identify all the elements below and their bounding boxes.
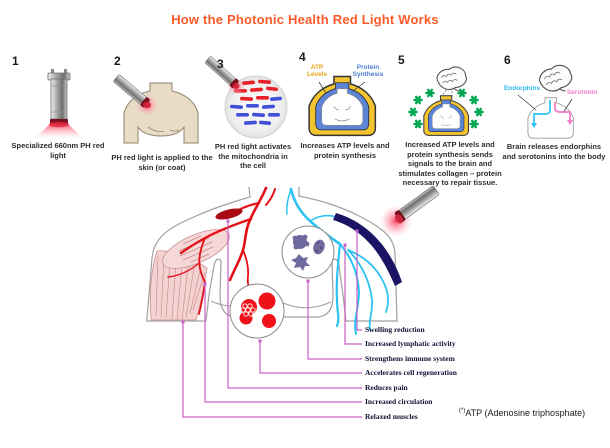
- blood-cells-inset: [229, 283, 285, 339]
- step-5: 5 Increased ATP levels and protein synth…: [394, 53, 506, 188]
- swelling-band: [333, 213, 402, 286]
- step-2-number: 2: [114, 54, 121, 68]
- page-title: How the Photonic Health Red Light Works: [171, 12, 439, 27]
- leader-anchor-dots: [181, 219, 359, 343]
- red-light-device-icon: [380, 184, 441, 237]
- brain-signal-torso-icon: [408, 64, 484, 138]
- step-2: 2 PH red light is applied to the skin (o…: [110, 54, 214, 172]
- benefit-reduces-pain: Reduces pain: [365, 383, 408, 392]
- step-5-number: 5: [398, 53, 405, 67]
- brain-release-torso-icon: [517, 61, 577, 139]
- benefit-lymphatic-activity: Increased lymphatic activity: [365, 339, 456, 348]
- red-light-torch-icon: [34, 69, 84, 139]
- step-6: 6 Endorphins Serotonin Brain releases en…: [500, 53, 608, 161]
- serotonin-path-icon: [554, 102, 573, 125]
- lymphatic-vessels-illustration: [286, 187, 389, 335]
- pain-area-patch: [215, 208, 243, 220]
- footnote-text: ATP (Adenosine triphosphate): [465, 408, 586, 418]
- main-anatomy-figure: [146, 184, 441, 418]
- immune-cells-inset: [281, 225, 335, 279]
- step-3-caption: PH red light activates the mitochondria …: [214, 142, 292, 171]
- atp-levels-label: ATP Levels: [306, 64, 328, 79]
- torso-body: [147, 187, 397, 321]
- step-6-number: 6: [504, 53, 511, 67]
- step-4-caption: Increases ATP levels and protein synthes…: [300, 141, 390, 160]
- torso-skin-application-icon: [112, 73, 199, 144]
- benefit-leader-lines: [182, 221, 362, 418]
- step-3-number: 3: [217, 57, 224, 71]
- endorphins-label: Endorphins: [503, 85, 541, 92]
- step-3: 3: [204, 55, 293, 171]
- protein-synthesis-label: Protein Synthesis: [352, 64, 384, 79]
- footnote-marker: (*): [459, 408, 466, 414]
- step-5-caption: Increased ATP levels and protein synthes…: [398, 140, 502, 188]
- benefit-relaxed-muscles: Relaxed muscles: [365, 412, 418, 421]
- step-1-caption: Specialized 660nm PH red light: [11, 141, 105, 160]
- step-1: 1 Specialized 660nm PH red light: [8, 54, 108, 160]
- benefit-circulation: Increased circulation: [365, 397, 433, 406]
- step-4: 4 ATP Levels Protein Synthesis Increases…: [295, 50, 395, 160]
- endorphin-path-icon: [531, 100, 551, 128]
- step-6-caption: Brain releases endorphins and serotonins…: [502, 142, 606, 161]
- cell-mitochondria-icon: [204, 55, 288, 139]
- atp-footnote: (*)ATP (Adenosine triphosphate): [459, 408, 585, 418]
- atp-protein-torso-icon: [295, 63, 395, 139]
- benefit-swelling-reduction: Swelling reduction: [365, 325, 425, 334]
- step-2-caption: PH red light is applied to the skin (or …: [111, 153, 213, 172]
- step-1-number: 1: [12, 54, 19, 68]
- serotonin-label: Serotonin: [566, 89, 598, 96]
- benefit-cell-regeneration: Accelerates cell regeneration: [365, 368, 457, 377]
- step-4-number: 4: [299, 50, 306, 64]
- benefit-immune-system: Strengthens immune system: [365, 354, 455, 363]
